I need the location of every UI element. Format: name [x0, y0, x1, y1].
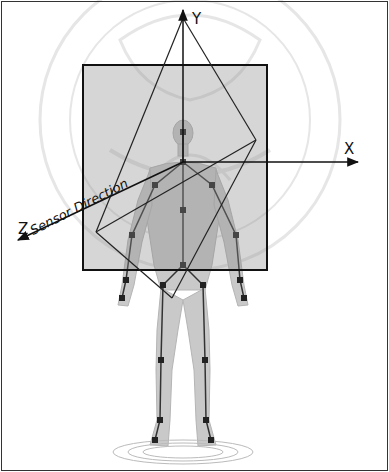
axis-label: Z: [18, 222, 28, 237]
y-axis: [182, 10, 184, 162]
skeleton-joint: [208, 437, 214, 443]
skeleton-joint: [160, 282, 166, 288]
skeleton-joint: [157, 417, 163, 423]
skeleton-joint: [123, 277, 129, 283]
skeleton-joint: [158, 357, 164, 363]
sensor-frustum: [96, 18, 256, 298]
skeleton-joint: [200, 282, 206, 288]
skeleton-joint: [152, 437, 158, 443]
axes: [18, 10, 358, 240]
z-axis: [18, 162, 183, 240]
watermark-emblem: [40, 0, 340, 270]
floor-ripples: [113, 440, 253, 464]
field-of-view-box: [83, 65, 267, 270]
skeleton-joint: [237, 277, 243, 283]
axis-label: X: [344, 142, 354, 157]
skeleton-joint: [203, 417, 209, 423]
skeleton-joint: [202, 357, 208, 363]
skeleton-joint: [241, 295, 247, 301]
x-axis: [183, 161, 358, 163]
skeleton-joint: [119, 295, 125, 301]
axis-label: Y: [192, 12, 201, 27]
